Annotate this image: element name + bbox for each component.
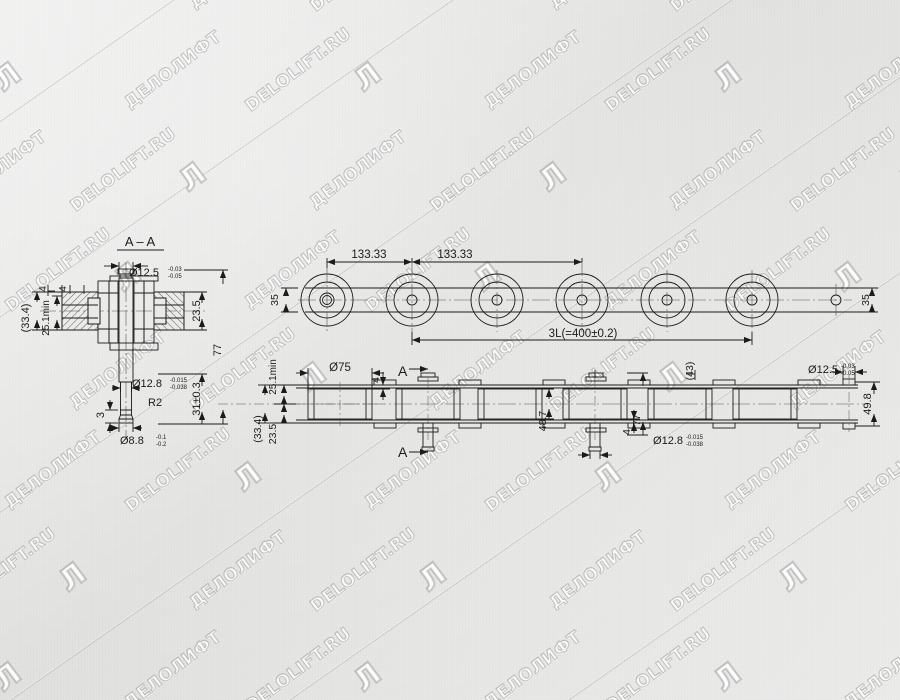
side-roller-4 xyxy=(562,378,628,440)
dim-label-77-section: 77 xyxy=(212,344,224,356)
dim-label-43: (43) xyxy=(684,362,696,381)
side-view: A A Ø75 xyxy=(218,359,880,460)
dim-49-8: 49.8 xyxy=(855,381,880,427)
dim-label-33-4-section: (33.4) xyxy=(20,304,32,333)
dim-25-1min-side: 25.1min xyxy=(268,359,296,405)
dim-label-d12-5-top: Ø12.5 xyxy=(129,267,159,279)
dim-d12-5-top: Ø12.5 -0.03 -0.05 xyxy=(104,262,182,280)
dim-label-77-side: 77 xyxy=(631,414,643,426)
dim-4-side-right: 4 xyxy=(621,410,640,435)
side-roller-2 xyxy=(395,378,461,440)
dim-label-r2: R2 xyxy=(148,397,162,409)
dim-d12-8-side: Ø12.8 -0.015 -0.038 xyxy=(578,435,704,459)
side-roller-1 xyxy=(218,382,380,426)
side-roller-6 xyxy=(732,388,798,420)
dim-d12-5-side: Ø12.5 -0.03 -0.05 xyxy=(808,364,867,379)
roller-6 xyxy=(725,270,779,332)
dim-77-side: 77 xyxy=(627,372,648,436)
dim-48-7: 48.7 xyxy=(536,388,554,432)
dim-pitch-1: 133.33 xyxy=(326,249,413,268)
dim-pitch-2: 133.33 xyxy=(412,249,583,266)
roller-group xyxy=(300,262,842,332)
dim-label-31: 31±0.3 xyxy=(191,382,203,416)
dim-43: (43) xyxy=(594,362,696,381)
dim-tol-upper-d12-5-top: -0.03 xyxy=(168,267,182,273)
dim-tol-upper-d12-8-side: -0.015 xyxy=(686,435,704,441)
dim-tol-upper-d12-5-side: -0.03 xyxy=(841,364,855,370)
roller-1 xyxy=(300,268,354,332)
dim-tol-lower-d12-5-top: -0.05 xyxy=(168,274,182,280)
dim-label-4-a: 4 xyxy=(38,286,49,292)
roller-bearing-left xyxy=(61,291,101,331)
link-pin-cluster-end xyxy=(842,374,856,432)
section-marker-label-top: A xyxy=(398,363,408,379)
dim-tol-lower-d8-8: -0.2 xyxy=(156,442,167,448)
side-roller-3 xyxy=(477,388,543,420)
section-marker-label-bottom: A xyxy=(398,444,408,460)
dim-label-23-5: 23.5 xyxy=(191,300,203,321)
dim-tol-upper-d8-8: -0.1 xyxy=(156,435,167,441)
dim-tol-upper-d12-8-mid: -0.015 xyxy=(170,378,188,384)
roller-bearing-right xyxy=(133,280,185,344)
link-pin-cluster-2 xyxy=(417,372,439,433)
dim-label-23-5-side: 23.5 xyxy=(267,424,279,445)
roller-7-end-pin xyxy=(830,284,842,318)
dim-label-d75: Ø75 xyxy=(329,362,351,374)
section-marker-bottom: A xyxy=(398,444,428,460)
dim-d75: Ø75 xyxy=(296,362,384,389)
link-pin-cluster-8 xyxy=(797,379,821,429)
dim-label-48-7: 48.7 xyxy=(537,411,549,432)
dim-d12-8-mid: Ø12.8 -0.015 -0.038 xyxy=(112,378,188,392)
dim-4-b: 4 xyxy=(58,285,85,294)
dim-width-35-left: 35 xyxy=(269,287,298,313)
dim-label-25-1min-side: 25.1min xyxy=(268,359,279,395)
dim-label-overall: 3L(=400±0.2) xyxy=(549,328,618,340)
chain-link-plates-left xyxy=(97,280,119,344)
dim-tol-lower-d12-5-side: -0.05 xyxy=(841,371,855,377)
dim-label-d12-5-side: Ø12.5 xyxy=(808,364,838,376)
dim-23-5: 23.5 xyxy=(184,291,207,331)
dim-label-pitch-2: 133.33 xyxy=(437,249,472,261)
dim-overall-3l: 3L(=400±0.2) xyxy=(411,328,753,345)
dim-33-4-side: (33.4) xyxy=(252,384,274,443)
link-pin-cluster-3 xyxy=(458,379,482,429)
protruding-pin-2 xyxy=(588,422,602,452)
dim-label-35-right: 35 xyxy=(860,294,872,306)
dim-tol-lower-d12-8-side: -0.038 xyxy=(686,442,704,448)
dim-3: 3 xyxy=(95,400,118,433)
section-title: A – A xyxy=(125,234,156,249)
top-view: 133.33 133.33 3L(=400±0.2) xyxy=(269,249,878,345)
dim-label-49-8: 49.8 xyxy=(862,393,874,414)
roller-4 xyxy=(555,262,609,332)
dim-label-35-left: 35 xyxy=(269,294,281,306)
dim-4-a: 4 xyxy=(38,285,63,296)
link-pin-cluster-5 xyxy=(585,372,607,433)
dim-width-35-right: 35 xyxy=(845,287,878,313)
dim-d8-8-bottom: Ø8.8 -0.1 -0.2 xyxy=(110,423,167,448)
section-marker-top: A xyxy=(398,363,428,379)
roller-3 xyxy=(470,270,524,332)
dim-label-4-side-left: 4 xyxy=(370,377,382,383)
dim-label-d12-8-mid: Ø12.8 xyxy=(132,378,162,390)
dim-label-pitch-1: 133.33 xyxy=(351,249,386,261)
roller-5 xyxy=(640,270,694,332)
link-pin-cluster-4 xyxy=(542,379,566,429)
side-roller-5 xyxy=(647,388,713,420)
dim-label-d12-8-side: Ø12.8 xyxy=(653,435,683,447)
dim-25-1min-section: 25.1min xyxy=(41,295,62,336)
link-pin-cluster-7 xyxy=(712,379,736,429)
section-view-aa: A – A xyxy=(20,234,228,448)
dim-23-5-side: 23.5 xyxy=(267,404,296,444)
dim-label-d8-8: Ø8.8 xyxy=(120,435,144,447)
dim-4-side-left: 4 xyxy=(370,372,390,400)
dim-tol-lower-d12-8-mid: -0.038 xyxy=(170,385,188,391)
dim-label-3: 3 xyxy=(95,412,107,418)
dim-label-33-4-side: (33.4) xyxy=(252,415,264,442)
roller-2 xyxy=(385,262,439,332)
dim-label-4-b: 4 xyxy=(58,286,69,292)
dim-77-section: 77 xyxy=(158,269,228,425)
dim-label-4-side-right: 4 xyxy=(621,429,633,435)
dim-label-25-1min-section: 25.1min xyxy=(41,300,52,336)
